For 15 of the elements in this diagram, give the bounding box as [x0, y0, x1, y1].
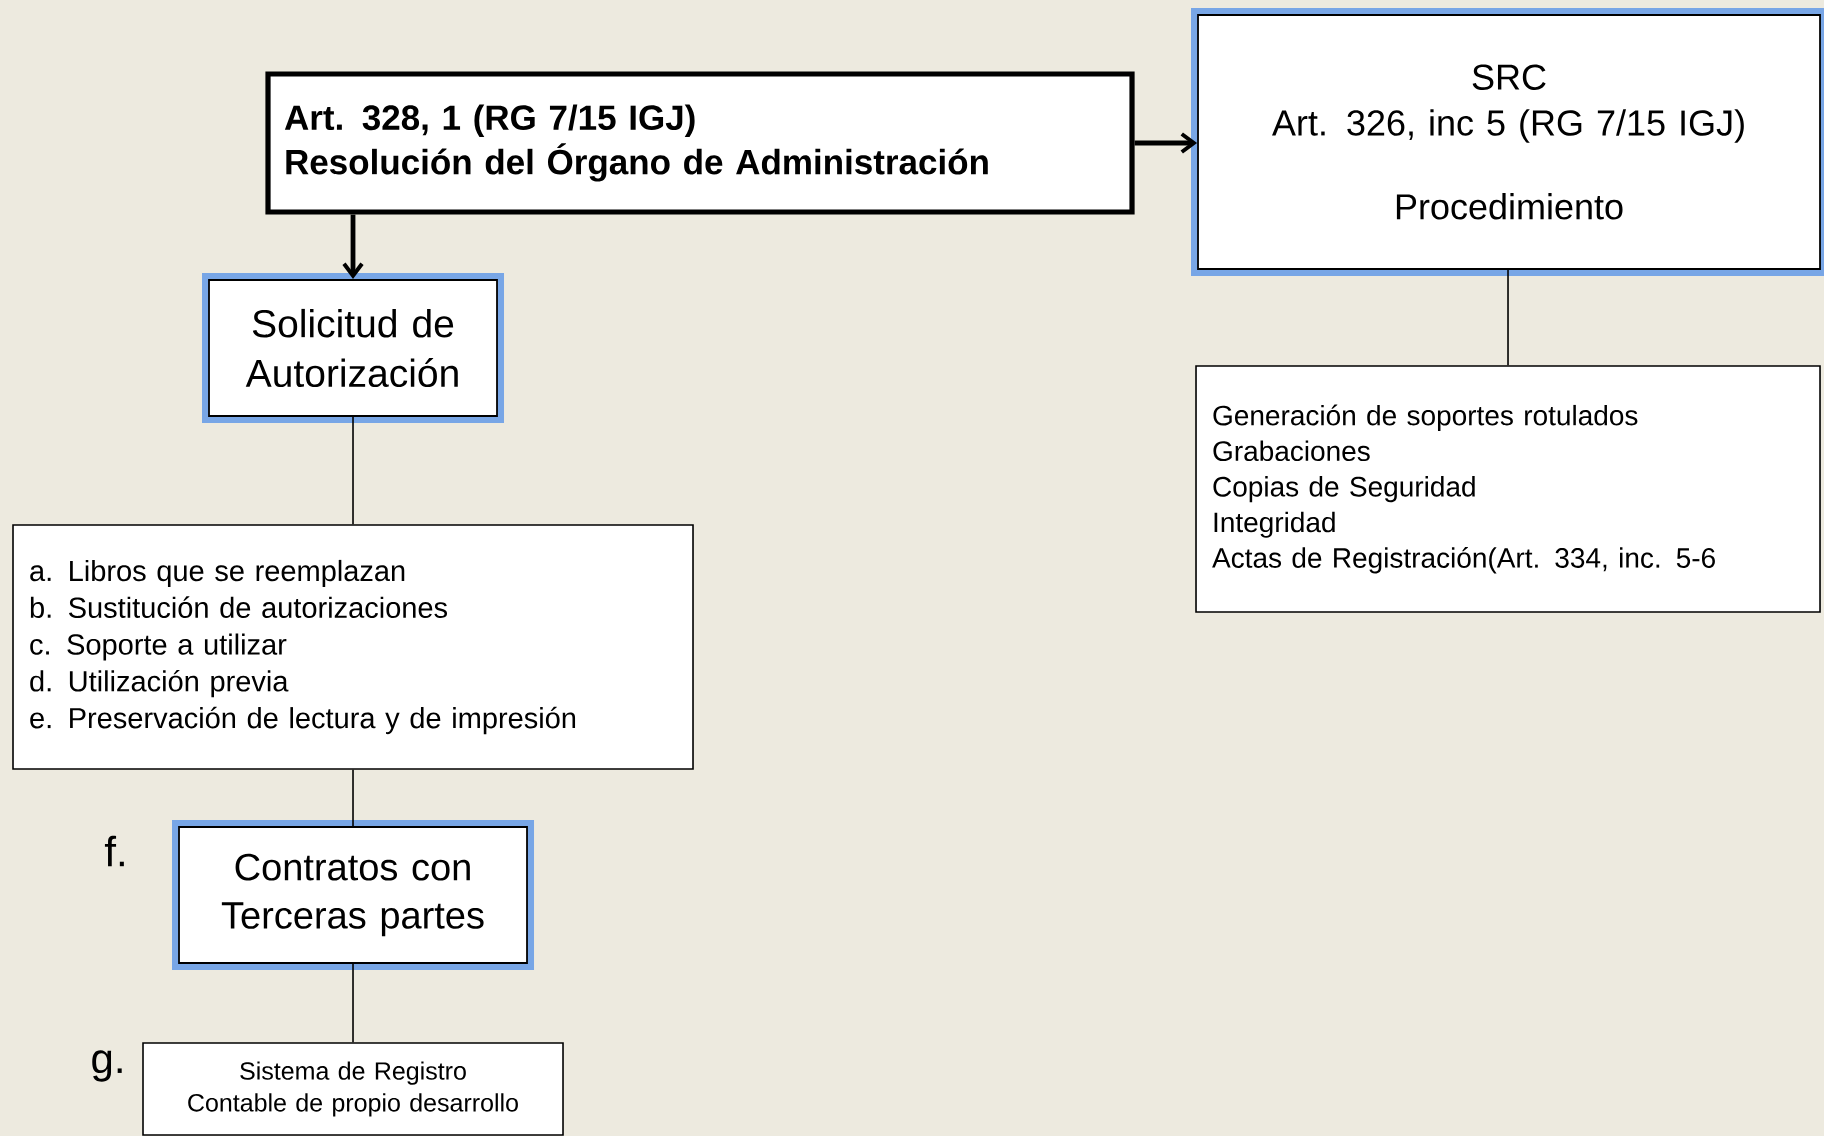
process-box: SRC Art. 326, inc 5 (RG 7/15 IGJ) Procedimiento [1191, 8, 1824, 276]
process-box: Contratos con Terceras partes [172, 820, 534, 970]
connector-line [1507, 269, 1509, 366]
connector-line [352, 769, 354, 827]
item-letter: g. [92, 1050, 122, 1082]
heading-box: Art. 328, 1 (RG 7/15 IGJ) Resolución del Órgano de Administración [265, 71, 1135, 215]
connector-line [352, 963, 354, 1043]
connector-line [352, 416, 354, 525]
process-box: Sistema de Registro Contable de propio desarrollo [142, 1042, 564, 1136]
process-box: Solicitud de Autorización [202, 273, 504, 423]
arrow [342, 214, 364, 280]
item-letter: f. [104, 835, 124, 867]
list-box: Generación de soportes rotulados Grabaciones Copias de Seguridad Integridad Actas de Registración(Art. 334, inc. 5-6 [1195, 365, 1821, 613]
list-box: a. Libros que se reemplazan b. Sustitución de autorizaciones c. Soporte a utilizar d. Utilización previa e. Preservación de lectura y de impresión [12, 524, 694, 770]
arrow [1134, 132, 1198, 154]
